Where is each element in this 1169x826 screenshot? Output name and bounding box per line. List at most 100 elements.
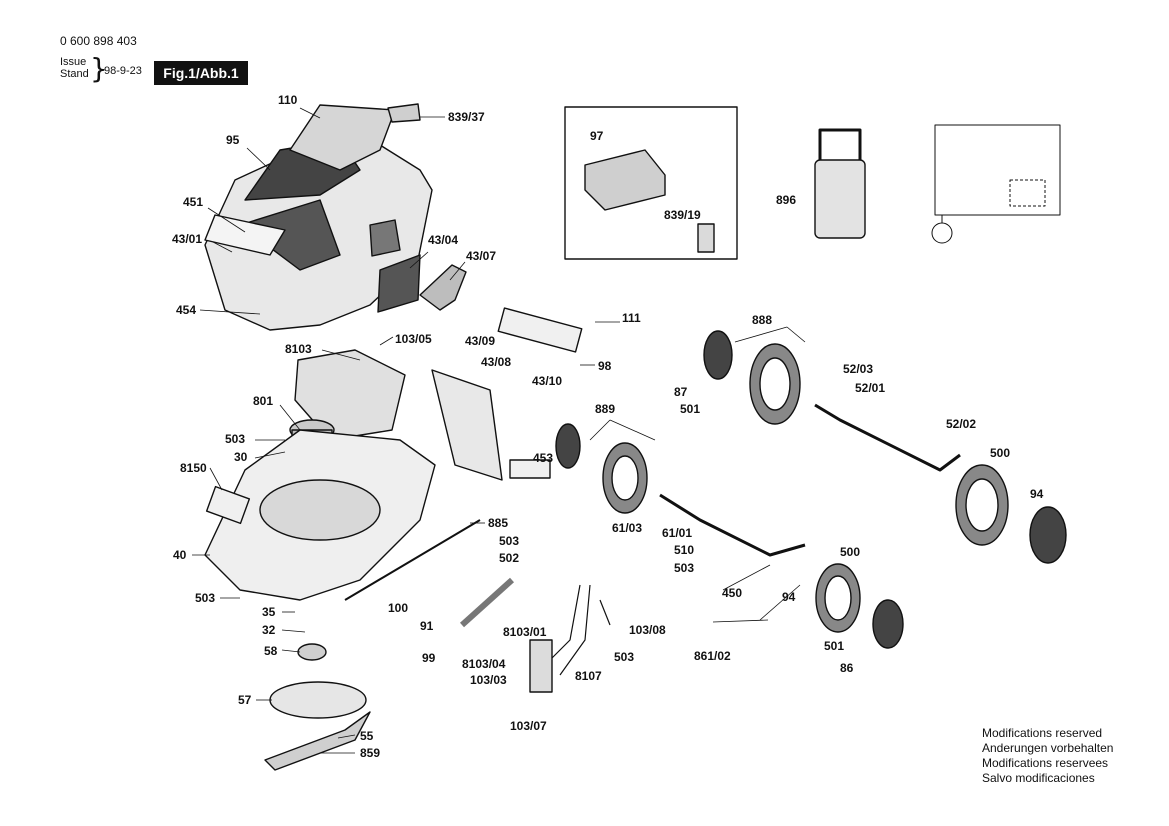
wheel-rear-right [955, 464, 1067, 564]
spacer-58 [297, 643, 327, 661]
callout-801: 801 [253, 394, 273, 408]
wheel-front-left [555, 423, 648, 514]
callout-454: 454 [176, 303, 196, 317]
blade-55 [264, 711, 371, 771]
charger-97 [584, 149, 666, 211]
callout-885: 885 [488, 516, 508, 530]
callout-94-a: 94 [1030, 487, 1044, 501]
callout-8103: 8103 [285, 342, 312, 356]
callout-839-19: 839/19 [664, 208, 701, 222]
callout-98: 98 [598, 359, 612, 373]
callout-453: 453 [533, 451, 553, 465]
issue-label: Issue [60, 56, 87, 68]
battery-handle [818, 128, 862, 160]
part-number: 0 600 898 403 [60, 34, 137, 48]
callout-503-a: 503 [225, 432, 245, 446]
callout-510: 510 [674, 543, 694, 557]
callout-502: 502 [499, 551, 519, 565]
rear-flap-43-09 [431, 369, 503, 481]
leader-lines [192, 107, 806, 754]
callout-32: 32 [262, 623, 276, 637]
callout-61-03: 61/03 [612, 521, 642, 535]
modifications-note: Modifications reserved Anderungen vorbeh… [982, 726, 1113, 786]
battery-896 [814, 159, 866, 239]
callout-8107: 8107 [575, 669, 602, 683]
label-453 [509, 459, 551, 479]
plate-8150 [205, 485, 251, 525]
callout-100: 100 [388, 601, 408, 615]
flap-43-04 [377, 254, 421, 313]
callout-61-01: 61/01 [662, 526, 692, 540]
hood-assembly [204, 103, 433, 331]
callout-8150: 8150 [180, 461, 207, 475]
callout-503-b: 503 [499, 534, 519, 548]
motor-box-8103 [294, 349, 406, 441]
callout-43-09: 43/09 [465, 334, 495, 348]
callout-95: 95 [226, 133, 240, 147]
callout-103-07: 103/07 [510, 719, 547, 733]
callout-55: 55 [360, 729, 374, 743]
callout-30: 30 [234, 450, 248, 464]
callout-501-b: 501 [824, 639, 844, 653]
callout-8103-04: 8103/04 [462, 657, 506, 671]
stand-label: Stand [60, 68, 89, 80]
callout-889: 889 [595, 402, 615, 416]
callout-97: 97 [590, 129, 604, 143]
callout-35: 35 [262, 605, 276, 619]
callout-52-02: 52/02 [946, 417, 976, 431]
switch-8107 [529, 639, 553, 693]
note-fr: Modifications reservees [982, 756, 1109, 770]
callout-43-01: 43/01 [172, 232, 202, 246]
figure-label: Fig.1/Abb.1 [163, 65, 239, 81]
callout-861-02: 861/02 [694, 649, 731, 663]
callout-43-07: 43/07 [466, 249, 496, 263]
note-es: Salvo modificaciones [982, 771, 1095, 785]
callout-103-08: 103/08 [629, 623, 666, 637]
issue-date: 98-9-23 [104, 65, 142, 77]
callout-503-e: 503 [614, 650, 634, 664]
connector-839-19 [697, 223, 715, 253]
callout-52-01: 52/01 [855, 381, 885, 395]
callout-896: 896 [776, 193, 796, 207]
callout-94-b: 94 [782, 590, 796, 604]
callout-500-b: 500 [840, 545, 860, 559]
callout-111: 111 [622, 311, 641, 325]
wheel-rear-upper [703, 330, 801, 425]
callout-40: 40 [173, 548, 187, 562]
callout-839-37: 839/37 [448, 110, 485, 124]
handle-43-07 [419, 264, 467, 311]
callout-451: 451 [183, 195, 203, 209]
callout-87: 87 [674, 385, 688, 399]
axle-61-01 [659, 493, 806, 557]
callout-859: 859 [360, 746, 380, 760]
callout-52-03: 52/03 [843, 362, 873, 376]
callout-43-08: 43/08 [481, 355, 511, 369]
issue-stand-label: Issue Stand [60, 56, 89, 80]
callout-8103-01: 8103/01 [503, 625, 547, 639]
callout-43-10: 43/10 [532, 374, 562, 388]
callout-99: 99 [422, 651, 436, 665]
figure-label-box [154, 61, 248, 85]
inset-box-97 [564, 106, 738, 260]
callout-86: 86 [840, 661, 854, 675]
wheel-front-right [815, 563, 904, 649]
callout-58: 58 [264, 644, 278, 658]
brace-glyph: } [90, 52, 108, 85]
fan-57 [269, 681, 367, 719]
callout-91: 91 [420, 619, 434, 633]
callout-103-05: 103/05 [395, 332, 432, 346]
callout-labels: 110 95 451 43/01 454 839/37 43/04 43/07 … [172, 93, 1044, 760]
deck-bowl [259, 479, 381, 541]
axle-52-01 [814, 403, 961, 472]
callout-43-04: 43/04 [428, 233, 458, 247]
note-de: Anderungen vorbehalten [982, 741, 1114, 755]
wiring-schematic [931, 124, 1061, 244]
rod-885 [344, 519, 481, 601]
callout-500-a: 500 [990, 446, 1010, 460]
spring-99 [459, 577, 515, 628]
callout-888: 888 [752, 313, 772, 327]
callout-450: 450 [722, 586, 742, 600]
callout-501-a: 501 [680, 402, 700, 416]
callout-57: 57 [238, 693, 252, 707]
